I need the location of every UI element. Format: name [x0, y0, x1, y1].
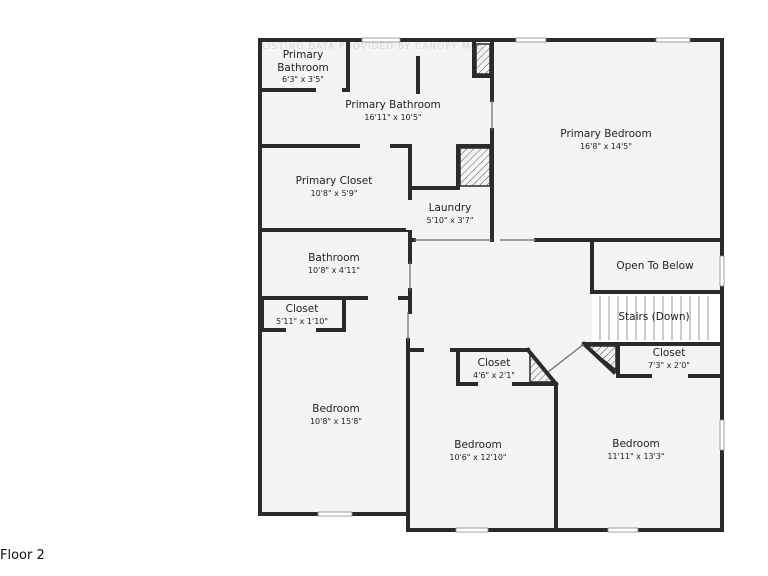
room-labels: Primary Bathroom 6'3" x 3'5" Primary Bat…	[276, 49, 694, 462]
watermark-text: LISTING DATA PROVIDED BY CANOPY MLS	[262, 42, 483, 52]
laundry-dims: 5'10" x 3'7"	[426, 216, 473, 225]
thin-walls	[407, 100, 585, 373]
closet-left-dims: 5'11" x 1'10"	[276, 317, 328, 326]
closet-mid-dims: 4'6" x 2'1"	[473, 371, 515, 380]
open-to-below-label: Open To Below	[616, 260, 694, 272]
walls	[258, 38, 724, 532]
primary-bedroom-dims: 16'8" x 14'5"	[580, 142, 632, 151]
closet-right-label: Closet	[653, 347, 686, 359]
floor-label: Floor 2	[0, 548, 45, 563]
windows	[317, 37, 725, 533]
bedroom-right-dims: 11'11" x 13'3"	[607, 452, 664, 461]
closet-right-dims: 7'3" x 2'0"	[648, 361, 690, 370]
bedroom-left-label: Bedroom	[312, 403, 360, 415]
bathroom-label: Bathroom	[308, 252, 360, 264]
primary-bathroom-small-dims: 6'3" x 3'5"	[282, 75, 324, 84]
bedroom-left-dims: 10'8" x 15'8"	[310, 417, 362, 426]
laundry-label: Laundry	[429, 202, 472, 214]
closet-left-label: Closet	[286, 303, 319, 315]
primary-bathroom-dims: 16'11" x 10'5"	[364, 113, 421, 122]
primary-bathroom-label: Primary Bathroom	[345, 99, 440, 111]
stairs	[592, 294, 720, 342]
stairs-label: Stairs (Down)	[618, 311, 689, 323]
primary-bathroom-small-label-line2: Bathroom	[277, 62, 329, 74]
bedroom-right-label: Bedroom	[612, 438, 660, 450]
bedroom-mid-label: Bedroom	[454, 439, 502, 451]
primary-closet-dims: 10'8" x 5'9"	[310, 189, 357, 198]
primary-bedroom-label: Primary Bedroom	[560, 128, 651, 140]
primary-bathroom-small-label-line1: Primary	[283, 49, 324, 61]
bathroom-dims: 10'8" x 4'11"	[308, 266, 360, 275]
closet-mid-label: Closet	[478, 357, 511, 369]
duct-hatching	[459, 43, 617, 383]
door-openings	[286, 88, 688, 386]
floor-area	[260, 40, 722, 530]
primary-closet-label: Primary Closet	[296, 175, 373, 187]
bedroom-mid-dims: 10'6" x 12'10"	[449, 453, 506, 462]
